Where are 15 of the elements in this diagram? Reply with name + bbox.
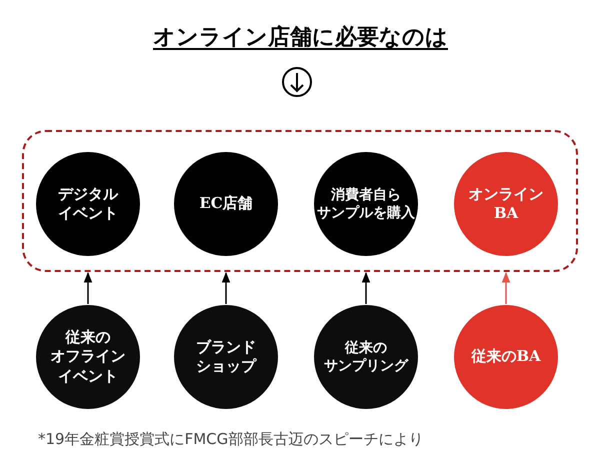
arrow [222, 272, 230, 304]
node-label: ブランドショップ [196, 338, 256, 376]
arrow [362, 272, 370, 304]
node-label: オンラインBA [468, 184, 544, 224]
node-label: 従来のオフラインイベント [50, 328, 126, 386]
footnote: *19年金粧賞授賞式にFMCG部部長古迈のスピーチにより [38, 430, 424, 449]
node-label: EC店舗 [199, 194, 253, 214]
node-label: 消費者自らサンプルを購入 [317, 186, 415, 222]
node-label: 従来のBA [471, 347, 541, 367]
arrow [84, 272, 92, 304]
node-label: 従来のサンプリング [324, 338, 408, 376]
node-label: デジタルイベント [58, 184, 118, 224]
title: オンライン店舗に必要なのは [152, 23, 449, 52]
dashed-group-box [22, 130, 578, 272]
arrow [502, 272, 510, 304]
